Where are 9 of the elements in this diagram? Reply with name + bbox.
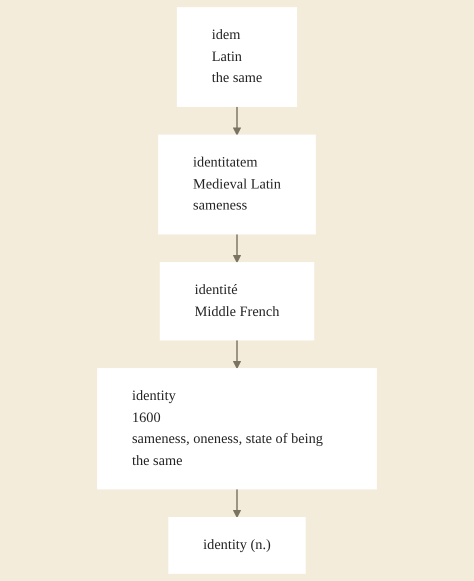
arrow xyxy=(232,106,242,136)
arrow xyxy=(232,340,242,369)
node-box: identité Middle French xyxy=(160,262,314,340)
node-box: identitatem Medieval Latin sameness xyxy=(158,134,316,234)
arrow xyxy=(232,488,242,518)
arrow xyxy=(232,234,242,263)
node-box: identity (n.) xyxy=(168,517,306,574)
node-box: identity 1600 sameness, oneness, state of being the same xyxy=(97,368,377,490)
node-box: idem Latin the same xyxy=(176,7,298,107)
